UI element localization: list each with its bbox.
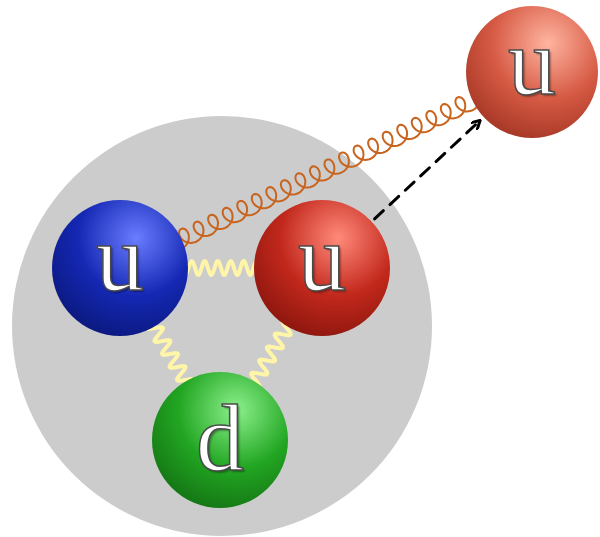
quark-ball: d [152,372,288,508]
quark-ball: u [254,200,390,336]
quark-letter: u [298,210,346,306]
gluon-wave [147,322,193,387]
gluon-wave [251,320,290,387]
quark-letter: d [196,390,244,486]
proton-body [12,116,432,536]
gluon-wave [182,261,260,275]
quark-letter: u [96,210,144,306]
quark-ball: u [52,200,188,336]
quark-ball: u [466,6,598,138]
motion-arrow [375,121,480,219]
quark-letter: u [508,14,556,110]
